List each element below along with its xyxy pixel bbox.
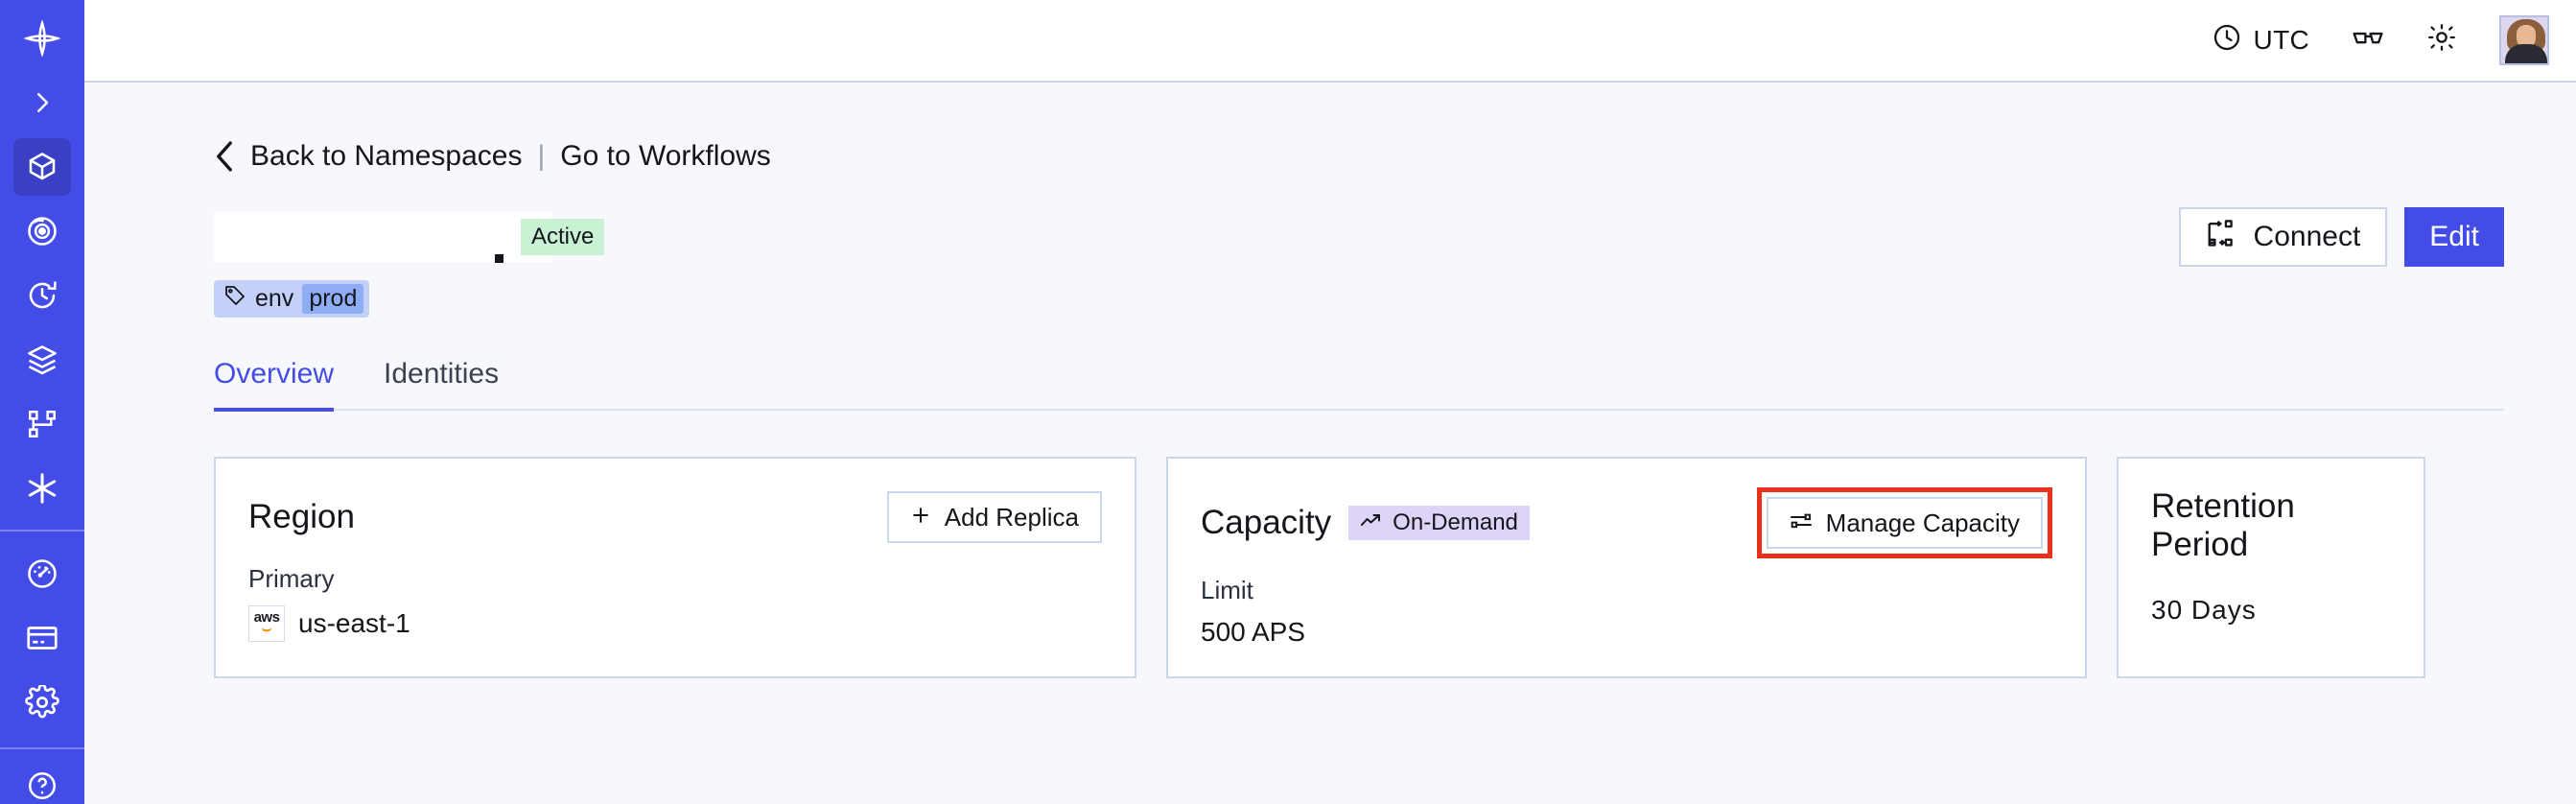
breadcrumb: Back to Namespaces | Go to Workflows (214, 140, 2504, 173)
gear-icon (25, 685, 59, 720)
sidebar-divider (0, 530, 84, 532)
tab-identities[interactable]: Identities (384, 358, 500, 390)
connect-button[interactable]: Connect (2178, 207, 2388, 267)
sidebar-item-usage[interactable] (13, 545, 71, 603)
timezone-selector[interactable]: UTC (2212, 22, 2309, 59)
top-bar: UTC (84, 0, 2576, 83)
capacity-card-actions: Manage Capacity (1756, 487, 2052, 558)
chevron-left-icon[interactable] (214, 140, 235, 173)
timezone-label: UTC (2253, 25, 2309, 55)
credit-card-icon (25, 621, 59, 655)
main-area: UTC (84, 0, 2576, 804)
temporal-logo-icon (24, 20, 60, 57)
capacity-card-title: Capacity (1201, 504, 1332, 541)
capacity-limit-label: Limit (1201, 576, 1253, 604)
sun-icon (2426, 22, 2457, 59)
tab-bar: Overview Identities (214, 358, 2504, 412)
sidebar-item-schedules[interactable] (13, 267, 71, 324)
sidebar-item-billing[interactable] (13, 609, 71, 667)
breadcrumb-workflows-link[interactable]: Go to Workflows (560, 140, 771, 172)
on-demand-badge-label: On-Demand (1393, 509, 1518, 535)
asterisk-icon (24, 470, 60, 507)
region-primary-value-row: aws ⌣ us-east-1 (248, 605, 1102, 642)
connect-icon (2206, 219, 2236, 255)
region-card-title: Region (248, 498, 355, 535)
namespace-header-row: Active (214, 207, 2504, 267)
plus-icon (910, 503, 931, 532)
sidebar-item-integrations[interactable] (13, 460, 71, 517)
region-primary-label: Primary (248, 564, 335, 593)
on-demand-badge: On-Demand (1348, 506, 1530, 540)
status-badge: Active (521, 219, 605, 255)
sliders-icon (1790, 508, 1813, 538)
primary-sidebar (0, 0, 84, 804)
sidebar-item-batch-operations[interactable] (13, 331, 71, 389)
help-circle-icon (26, 769, 59, 802)
trend-up-icon (1360, 509, 1383, 536)
sidebar-item-settings[interactable] (13, 674, 71, 731)
theme-toggle-button[interactable] (2426, 22, 2457, 59)
namespace-actions: Connect Edit (2178, 207, 2504, 267)
layers-icon (25, 343, 59, 377)
avatar[interactable] (2499, 15, 2549, 65)
eye-spiral-icon (25, 214, 59, 248)
retention-value: 30 Days (2151, 595, 2257, 625)
connect-button-label: Connect (2253, 221, 2361, 252)
sidebar-item-temporal-logo[interactable] (13, 10, 71, 67)
page-content: Back to Namespaces | Go to Workflows Act… (84, 83, 2576, 804)
aws-logo-icon: aws ⌣ (248, 605, 285, 642)
sidebar-item-help[interactable] (13, 757, 71, 804)
cube-icon (25, 150, 59, 184)
glasses-icon (2352, 21, 2384, 60)
manage-capacity-button[interactable]: Manage Capacity (1766, 497, 2043, 549)
retention-card-header: Retention Period (2151, 487, 2391, 564)
sidebar-bottom-divider (0, 747, 84, 749)
tag-key: env (255, 285, 294, 312)
region-card: Region Add Replica (214, 457, 1136, 678)
tag-chip-env[interactable]: env prod (214, 280, 370, 318)
retention-card-title: Retention Period (2151, 487, 2295, 563)
manage-capacity-highlight: Manage Capacity (1756, 487, 2052, 558)
chevron-right-icon (28, 88, 57, 117)
sidebar-item-namespaces[interactable] (13, 138, 71, 196)
add-replica-button[interactable]: Add Replica (886, 491, 1102, 543)
avatar-body (2505, 44, 2547, 63)
sidebar-item-nexus[interactable] (13, 395, 71, 453)
aws-logo-smile: ⌣ (261, 621, 272, 637)
namespace-tags: env prod (214, 280, 2504, 318)
tab-overview[interactable]: Overview (214, 358, 335, 412)
capacity-limit-value: 500 APS (1201, 617, 1305, 647)
region-card-actions: Add Replica (886, 491, 1102, 543)
sidebar-item-expand-chevron[interactable] (13, 74, 71, 131)
node-graph-icon (26, 408, 59, 440)
sidebar-item-observability[interactable] (13, 202, 71, 260)
aws-logo-text: aws (253, 609, 280, 626)
manage-capacity-label: Manage Capacity (1825, 508, 2020, 537)
add-replica-label: Add Replica (944, 502, 1079, 532)
clock-icon (2212, 22, 2242, 59)
breadcrumb-separator: | (537, 140, 546, 172)
region-card-header: Region Add Replica (248, 487, 1102, 547)
capacity-card: Capacity On-Demand (1166, 457, 2087, 678)
tag-icon (223, 284, 246, 314)
avatar-face (2517, 25, 2536, 48)
region-primary-value: us-east-1 (298, 608, 410, 638)
retention-card: Retention Period 30 Days (2117, 457, 2425, 678)
page-title (214, 212, 552, 262)
clock-rotate-icon (25, 278, 59, 313)
page-title-dot (495, 253, 503, 263)
reading-mode-button[interactable] (2352, 21, 2384, 60)
capacity-card-header: Capacity On-Demand (1201, 487, 2052, 558)
edit-button[interactable]: Edit (2404, 207, 2504, 267)
tag-value: prod (302, 284, 364, 314)
breadcrumb-back-link[interactable]: Back to Namespaces (250, 140, 523, 172)
gauge-icon (25, 556, 59, 591)
overview-cards: Region Add Replica (214, 457, 2504, 678)
